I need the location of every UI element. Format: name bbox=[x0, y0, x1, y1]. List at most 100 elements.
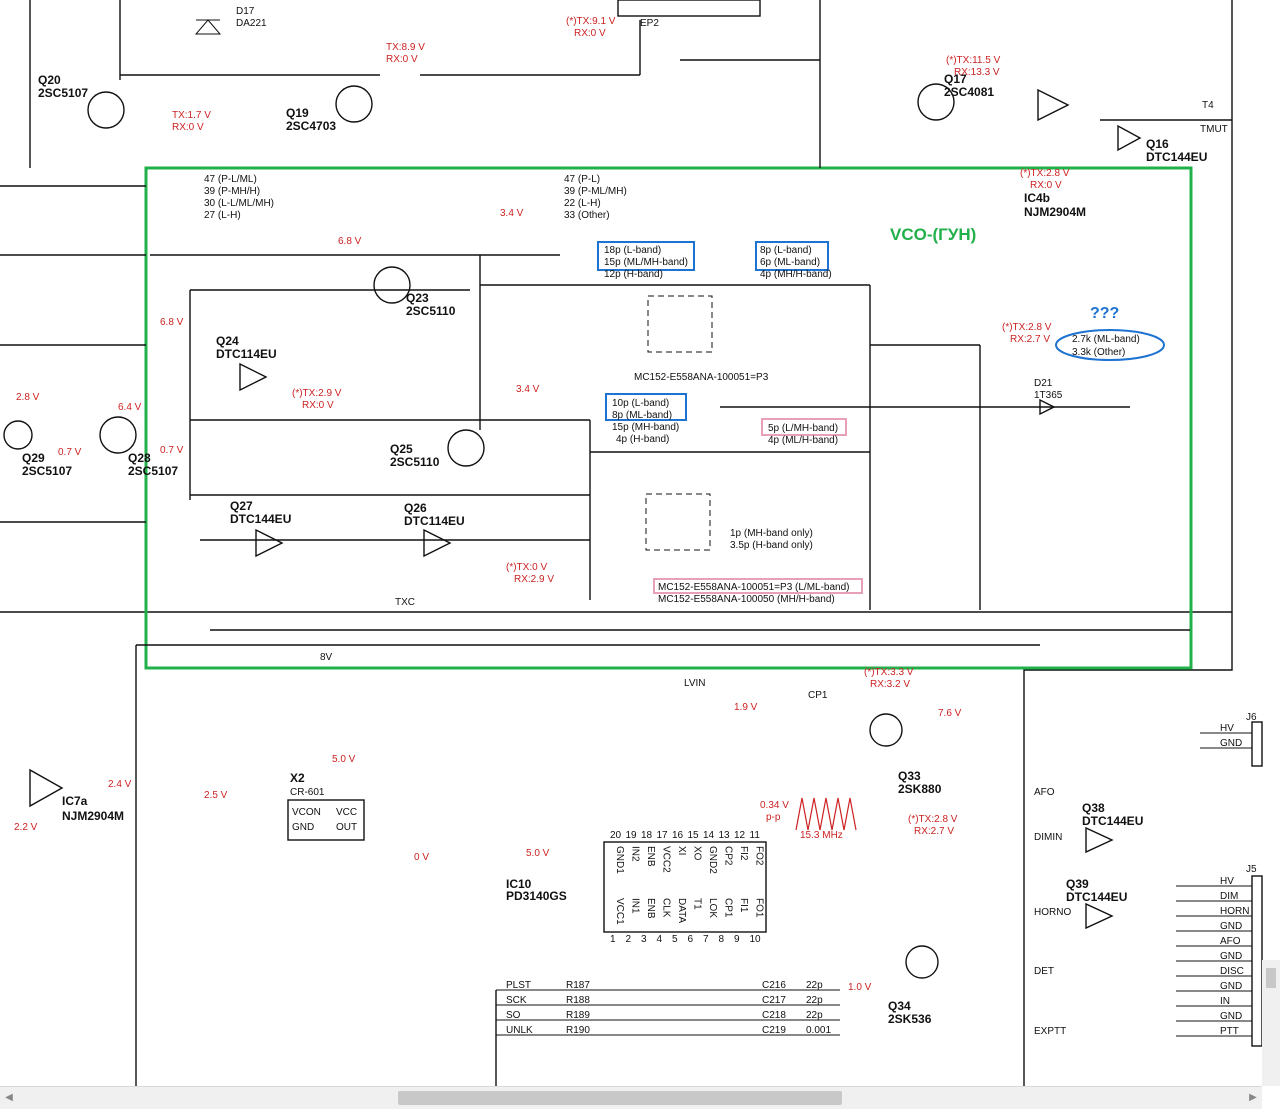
v-6-8-b: 6.8 V bbox=[160, 317, 184, 328]
c141-l: 18p (L-band) bbox=[604, 245, 661, 256]
j5-pin-label: GND bbox=[1220, 951, 1242, 962]
ic7a-type: NJM2904M bbox=[62, 809, 124, 823]
q29-label: Q29 bbox=[22, 451, 45, 465]
transistor-q25-icon bbox=[447, 429, 485, 467]
q19-type: 2SC4703 bbox=[286, 119, 336, 133]
ic10-pin-number: 10 bbox=[750, 934, 762, 945]
x2-type: CR-601 bbox=[290, 787, 325, 798]
ic10-pin-number: 15 bbox=[688, 830, 700, 841]
bus-net-label: PLST bbox=[506, 980, 531, 991]
top-rx-voltage: RX:0 V bbox=[574, 28, 606, 39]
x2-pin-vcon: VCON bbox=[292, 807, 321, 818]
j5-pin-label: GND bbox=[1220, 981, 1242, 992]
ic10-pin-name: CP1 bbox=[723, 898, 734, 918]
q26-tx-voltage: (*)TX:0 V bbox=[506, 562, 547, 573]
c149-mh: 1p (MH-band only) bbox=[730, 528, 813, 539]
l26-highlight bbox=[653, 578, 863, 594]
bus-resistor-label: R187 bbox=[566, 980, 590, 991]
bus-resistor-label: R190 bbox=[566, 1025, 590, 1036]
j5-body bbox=[1251, 875, 1263, 1047]
bus-capacitor-label: C218 bbox=[762, 1010, 786, 1021]
vco-section: 6.8 V 3.4 V 6.8 V 3.4 V Q23 2SC5110 Q24 … bbox=[150, 208, 1190, 631]
signal-amplitude: 0.34 V bbox=[760, 800, 789, 811]
q29-type: 2SC5107 bbox=[22, 464, 72, 478]
transistor-q19-icon bbox=[335, 85, 373, 123]
ic10-pins: 20GND119IN218ENB17VCC216XI15XO14GND213CP… bbox=[610, 830, 765, 945]
ic10-pin-name: XI bbox=[676, 846, 687, 855]
txc-label: TXC bbox=[395, 597, 415, 608]
q33-label: Q33 bbox=[898, 769, 921, 783]
x2-pin-gnd: GND bbox=[292, 822, 314, 833]
vco-rx-voltage: RX:2.7 V bbox=[1010, 334, 1050, 345]
q17-type: 2SC4081 bbox=[944, 85, 994, 99]
ic10-pin-number: 18 bbox=[641, 830, 653, 841]
vco-label: VCO-(ГУН) bbox=[890, 225, 976, 244]
bus-capacitor-label: C216 bbox=[762, 980, 786, 991]
question-marks: ??? bbox=[1090, 305, 1119, 322]
ic10-pin-number: 14 bbox=[703, 830, 715, 841]
q28-type: 2SC5107 bbox=[128, 464, 178, 478]
band2-39: 39 (P-ML/MH) bbox=[564, 186, 627, 197]
v-1-9: 1.9 V bbox=[734, 702, 758, 713]
v-0: 0 V bbox=[414, 852, 429, 863]
d17-type: DA221 bbox=[236, 18, 267, 29]
transistor-q27-icon bbox=[255, 528, 284, 558]
c150-h: 4p (H-band) bbox=[616, 434, 669, 445]
d17-label: D17 bbox=[236, 6, 255, 17]
crystal-x2-icon bbox=[287, 799, 365, 841]
v-6-8-a: 6.8 V bbox=[338, 236, 362, 247]
q38-type: DTC144EU bbox=[1082, 814, 1143, 828]
r119-other: 3.3k (Other) bbox=[1072, 347, 1125, 358]
scroll-left-icon[interactable]: ◀ bbox=[5, 1092, 13, 1103]
ic10-pin-number: 16 bbox=[672, 830, 684, 841]
horizontal-scroll-thumb[interactable] bbox=[398, 1091, 842, 1105]
signal-amplitude-unit: p-p bbox=[766, 812, 781, 823]
q27-label: Q27 bbox=[230, 499, 253, 513]
c150-highlight bbox=[605, 393, 687, 421]
q39-type: DTC144EU bbox=[1066, 890, 1127, 904]
q19-tx-voltage: TX:8.9 V bbox=[386, 42, 425, 53]
vertical-scrollbar[interactable] bbox=[1262, 960, 1280, 1086]
q23-type: 2SC5110 bbox=[406, 304, 456, 318]
bus-capacitor-value: 22p bbox=[806, 980, 823, 991]
j6-pin-label: GND bbox=[1220, 738, 1242, 749]
c150-mh: 15p (MH-band) bbox=[612, 422, 679, 433]
dimin-net: DIMIN bbox=[1034, 832, 1062, 843]
q28-label: Q28 bbox=[128, 451, 151, 465]
scroll-right-icon[interactable]: ▶ bbox=[1249, 1092, 1257, 1103]
q38-label: Q38 bbox=[1082, 801, 1105, 815]
ic10-pin-name: ENB bbox=[645, 846, 656, 867]
transistor-q39-icon bbox=[1085, 902, 1114, 930]
q26-rx-voltage: RX:2.9 V bbox=[514, 574, 554, 585]
q23-label: Q23 bbox=[406, 291, 429, 305]
bus-capacitor-label: C217 bbox=[762, 995, 786, 1006]
varactor-d21-icon bbox=[1039, 398, 1056, 416]
opamp-ic4b-icon bbox=[1037, 88, 1070, 122]
j5-pin-label: DIM bbox=[1220, 891, 1238, 902]
horizontal-scrollbar[interactable]: ◀ ▶ bbox=[0, 1086, 1262, 1109]
q27-type: DTC144EU bbox=[230, 512, 291, 526]
q33-tx2-voltage: (*)TX:2.8 V bbox=[908, 814, 958, 825]
ic10-pin-number: 1 bbox=[610, 934, 616, 945]
band-39: 39 (P-MH/H) bbox=[204, 186, 260, 197]
ic10-pin-number: 7 bbox=[703, 934, 709, 945]
ic10-pin-number: 2 bbox=[626, 934, 632, 945]
q34-label: Q34 bbox=[888, 999, 911, 1013]
vertical-scroll-thumb[interactable] bbox=[1266, 968, 1276, 988]
bottom-section: 8V IC7a NJM2904M 2.4 V 2.2 V X2 CR-601 V… bbox=[14, 644, 1263, 1086]
ic10-pin-number: 13 bbox=[719, 830, 731, 841]
ic10-pin-name: XO bbox=[692, 846, 703, 861]
transistor-q20-icon bbox=[87, 91, 125, 129]
ic10-pin-name: FI2 bbox=[738, 846, 749, 861]
ic10-pin-name: T1 bbox=[692, 898, 703, 910]
diode-d17-icon bbox=[194, 19, 222, 35]
ic10-pin-name: CLK bbox=[661, 898, 672, 918]
q20-type: 2SC5107 bbox=[38, 86, 88, 100]
fet-q33-icon bbox=[869, 713, 903, 747]
v-2-5: 2.5 V bbox=[204, 790, 228, 801]
q25-type: 2SC5110 bbox=[390, 455, 440, 469]
j5-label: J5 bbox=[1246, 864, 1257, 875]
ic10-pin-name: ENB bbox=[645, 898, 656, 919]
l26-note2: MC152-E558ANA-100050 (MH/H-band) bbox=[658, 594, 835, 605]
